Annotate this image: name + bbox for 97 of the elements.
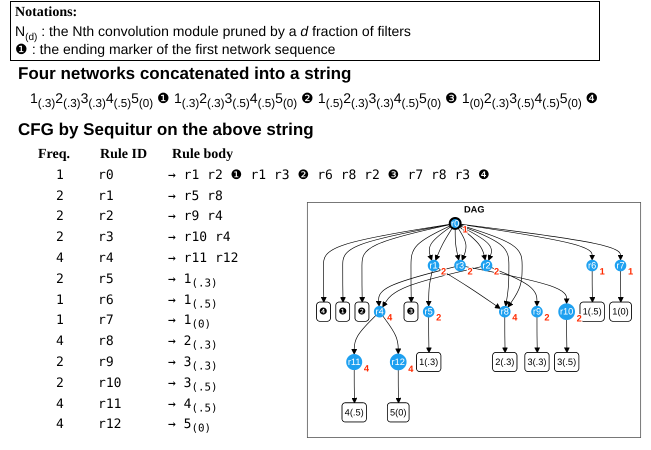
node-circle: r12 <box>390 354 407 370</box>
arrow <box>589 270 596 303</box>
arrow <box>460 225 510 307</box>
column-header: Freq. <box>38 146 70 164</box>
rule-body-cell-text: → 2$_{(.3)}$ <box>168 333 218 354</box>
column-header: Rule ID <box>100 146 148 164</box>
rule-body-cell-text: → r1 r2 ❶ r1 r3 ❷ r6 r8 r2 ❸ r7 r8 r3 ❹ <box>168 166 490 185</box>
rule-body-cell-text: → 4$_{(.5)}$ <box>168 396 218 416</box>
frequency-cell-text: 4 <box>56 396 64 414</box>
node-circle: r7 <box>614 260 626 272</box>
node-circle: r4 <box>374 306 386 318</box>
frequency-label: 4 <box>408 364 414 374</box>
arrow <box>434 228 453 261</box>
frequency-label: 4 <box>512 312 518 323</box>
frequency-label: 4 <box>387 312 392 323</box>
frequency-cell-text: 4 <box>56 333 64 352</box>
arrow <box>376 266 456 307</box>
node-circle: r2 <box>480 260 492 272</box>
node-circle: r9 <box>531 306 543 318</box>
rule-id-cell-text: r2 <box>98 208 114 226</box>
arrow <box>491 267 540 306</box>
frequency-cell-text: 2 <box>56 374 64 393</box>
rule-body-cell-text: → r5 r8 <box>168 188 223 206</box>
arrow <box>352 369 358 404</box>
arrow <box>426 316 432 354</box>
arrow <box>396 370 402 404</box>
rule-body-cell-text: → 1$_{(0)}$ <box>168 312 212 333</box>
arrow <box>438 268 501 309</box>
arrow <box>460 224 624 260</box>
frequency-label: 1 <box>628 266 634 276</box>
frequency-cell-text: 1 <box>56 292 64 310</box>
arrow <box>427 226 452 261</box>
frequency-cell-text: 4 <box>56 250 64 268</box>
arrow <box>618 270 624 303</box>
rule-body-cell-text: → 3$_{(.3)}$ <box>168 354 218 375</box>
rule-id-cell-text: r4 <box>98 250 114 268</box>
rule-id-cell-text: r5 <box>98 270 114 289</box>
frequency-cell-text: 1 <box>56 166 64 185</box>
section-heading: CFG by Sequitur on the above string <box>18 120 314 140</box>
frequency-label: 2 <box>467 266 473 276</box>
rule-body-cell-text: → 5$_{(0)}$ <box>168 416 212 437</box>
node-circle: r6 <box>586 260 598 272</box>
arrow <box>382 266 482 308</box>
arrow <box>460 224 522 308</box>
notation-text: N$_{(d)}$ : the Nth convolution module pruned by a d fraction of filters <box>15 22 412 40</box>
rule-body-cell-text: → 3$_{(.5)}$ <box>168 374 218 396</box>
arrow <box>426 270 433 306</box>
rule-id-cell-text: r9 <box>98 354 114 372</box>
frequency-label: 4 <box>364 364 370 374</box>
node-circle: r8 <box>499 306 511 318</box>
column-header: Rule body <box>172 146 234 164</box>
arrow <box>534 316 540 354</box>
arrow <box>359 224 450 303</box>
rule-id-cell-text: r0 <box>98 166 114 185</box>
rule-id-cell-text: r7 <box>98 312 114 330</box>
frequency-cell-text: 2 <box>56 229 64 248</box>
arrow <box>459 226 487 260</box>
rule-id-cell-text: r10 <box>98 374 122 393</box>
arrow <box>465 266 570 304</box>
rule-id-cell-text: r11 <box>98 396 122 414</box>
section-heading: Four networks concatenated into a string <box>18 64 352 84</box>
arrow <box>382 316 402 354</box>
node-circle: r11 <box>346 354 362 370</box>
arrow <box>460 224 596 260</box>
frequency-cell-text: 2 <box>56 188 64 206</box>
node-circle: r1 <box>428 260 440 272</box>
arrow <box>502 316 508 354</box>
frequency-label: 1 <box>600 266 605 276</box>
arrow <box>564 319 570 354</box>
frequency-cell-text: 4 <box>56 416 64 434</box>
notation-text: ❶ : the ending marker of the first network sequence <box>15 41 336 58</box>
frequency-cell-text: 2 <box>56 354 64 372</box>
node-circle: r5 <box>422 306 434 318</box>
node-circle: r10 <box>558 303 575 320</box>
frequency-cell-text: 2 <box>56 270 64 289</box>
arrow <box>408 226 451 303</box>
rule-id-cell-text: r6 <box>98 292 114 310</box>
rule-body-cell-text: → 1$_{(.5)}$ <box>168 292 218 312</box>
rule-id-cell-text: r8 <box>98 333 114 352</box>
arrow <box>454 228 460 260</box>
rule-id-cell-text: r3 <box>98 229 114 248</box>
frequency-label: 2 <box>544 312 550 323</box>
frequency-cell-text: 2 <box>56 208 64 226</box>
rule-id-cell-text: r1 <box>98 188 114 206</box>
frequency-label: 2 <box>436 312 442 323</box>
rule-body-cell-text: → r10 r4 <box>168 229 231 248</box>
arrow <box>460 226 494 261</box>
node-circle: r0 <box>448 217 462 230</box>
node-circle: r3 <box>454 260 466 272</box>
rule-body-cell-text: → r11 r12 <box>168 250 238 268</box>
network-string: 1$_{(.3)}$2$_{(.3)}$3$_{(.3)}$4$_{(.5)}$5$_{(0)}$ ❶ 1$_{(.3)}$2$_{(.3)}$3$_{(.5)}$4$_{(.5)}$5$_{(0)}$ ❷ 1$_{(.5)}$2$_{(.3)}$3$_{(.3)}$4$_{(.5)}$5$_{(0)}$ ❸ 1$_{(0)}$2$_{(.3)}$3$_{(.5)}$4$_{(.5)}$5$_{(0)}$ ❹ <box>30 90 599 110</box>
arrow <box>351 315 376 355</box>
frequency-cell-text: 1 <box>56 312 64 330</box>
notes-heading: Notations: <box>15 4 78 22</box>
rule-body-cell-text: → r9 r4 <box>168 208 223 226</box>
rule-body-cell-text: → 1$_{(.3)}$ <box>168 270 218 292</box>
rule-id-cell-text: r12 <box>98 416 122 434</box>
